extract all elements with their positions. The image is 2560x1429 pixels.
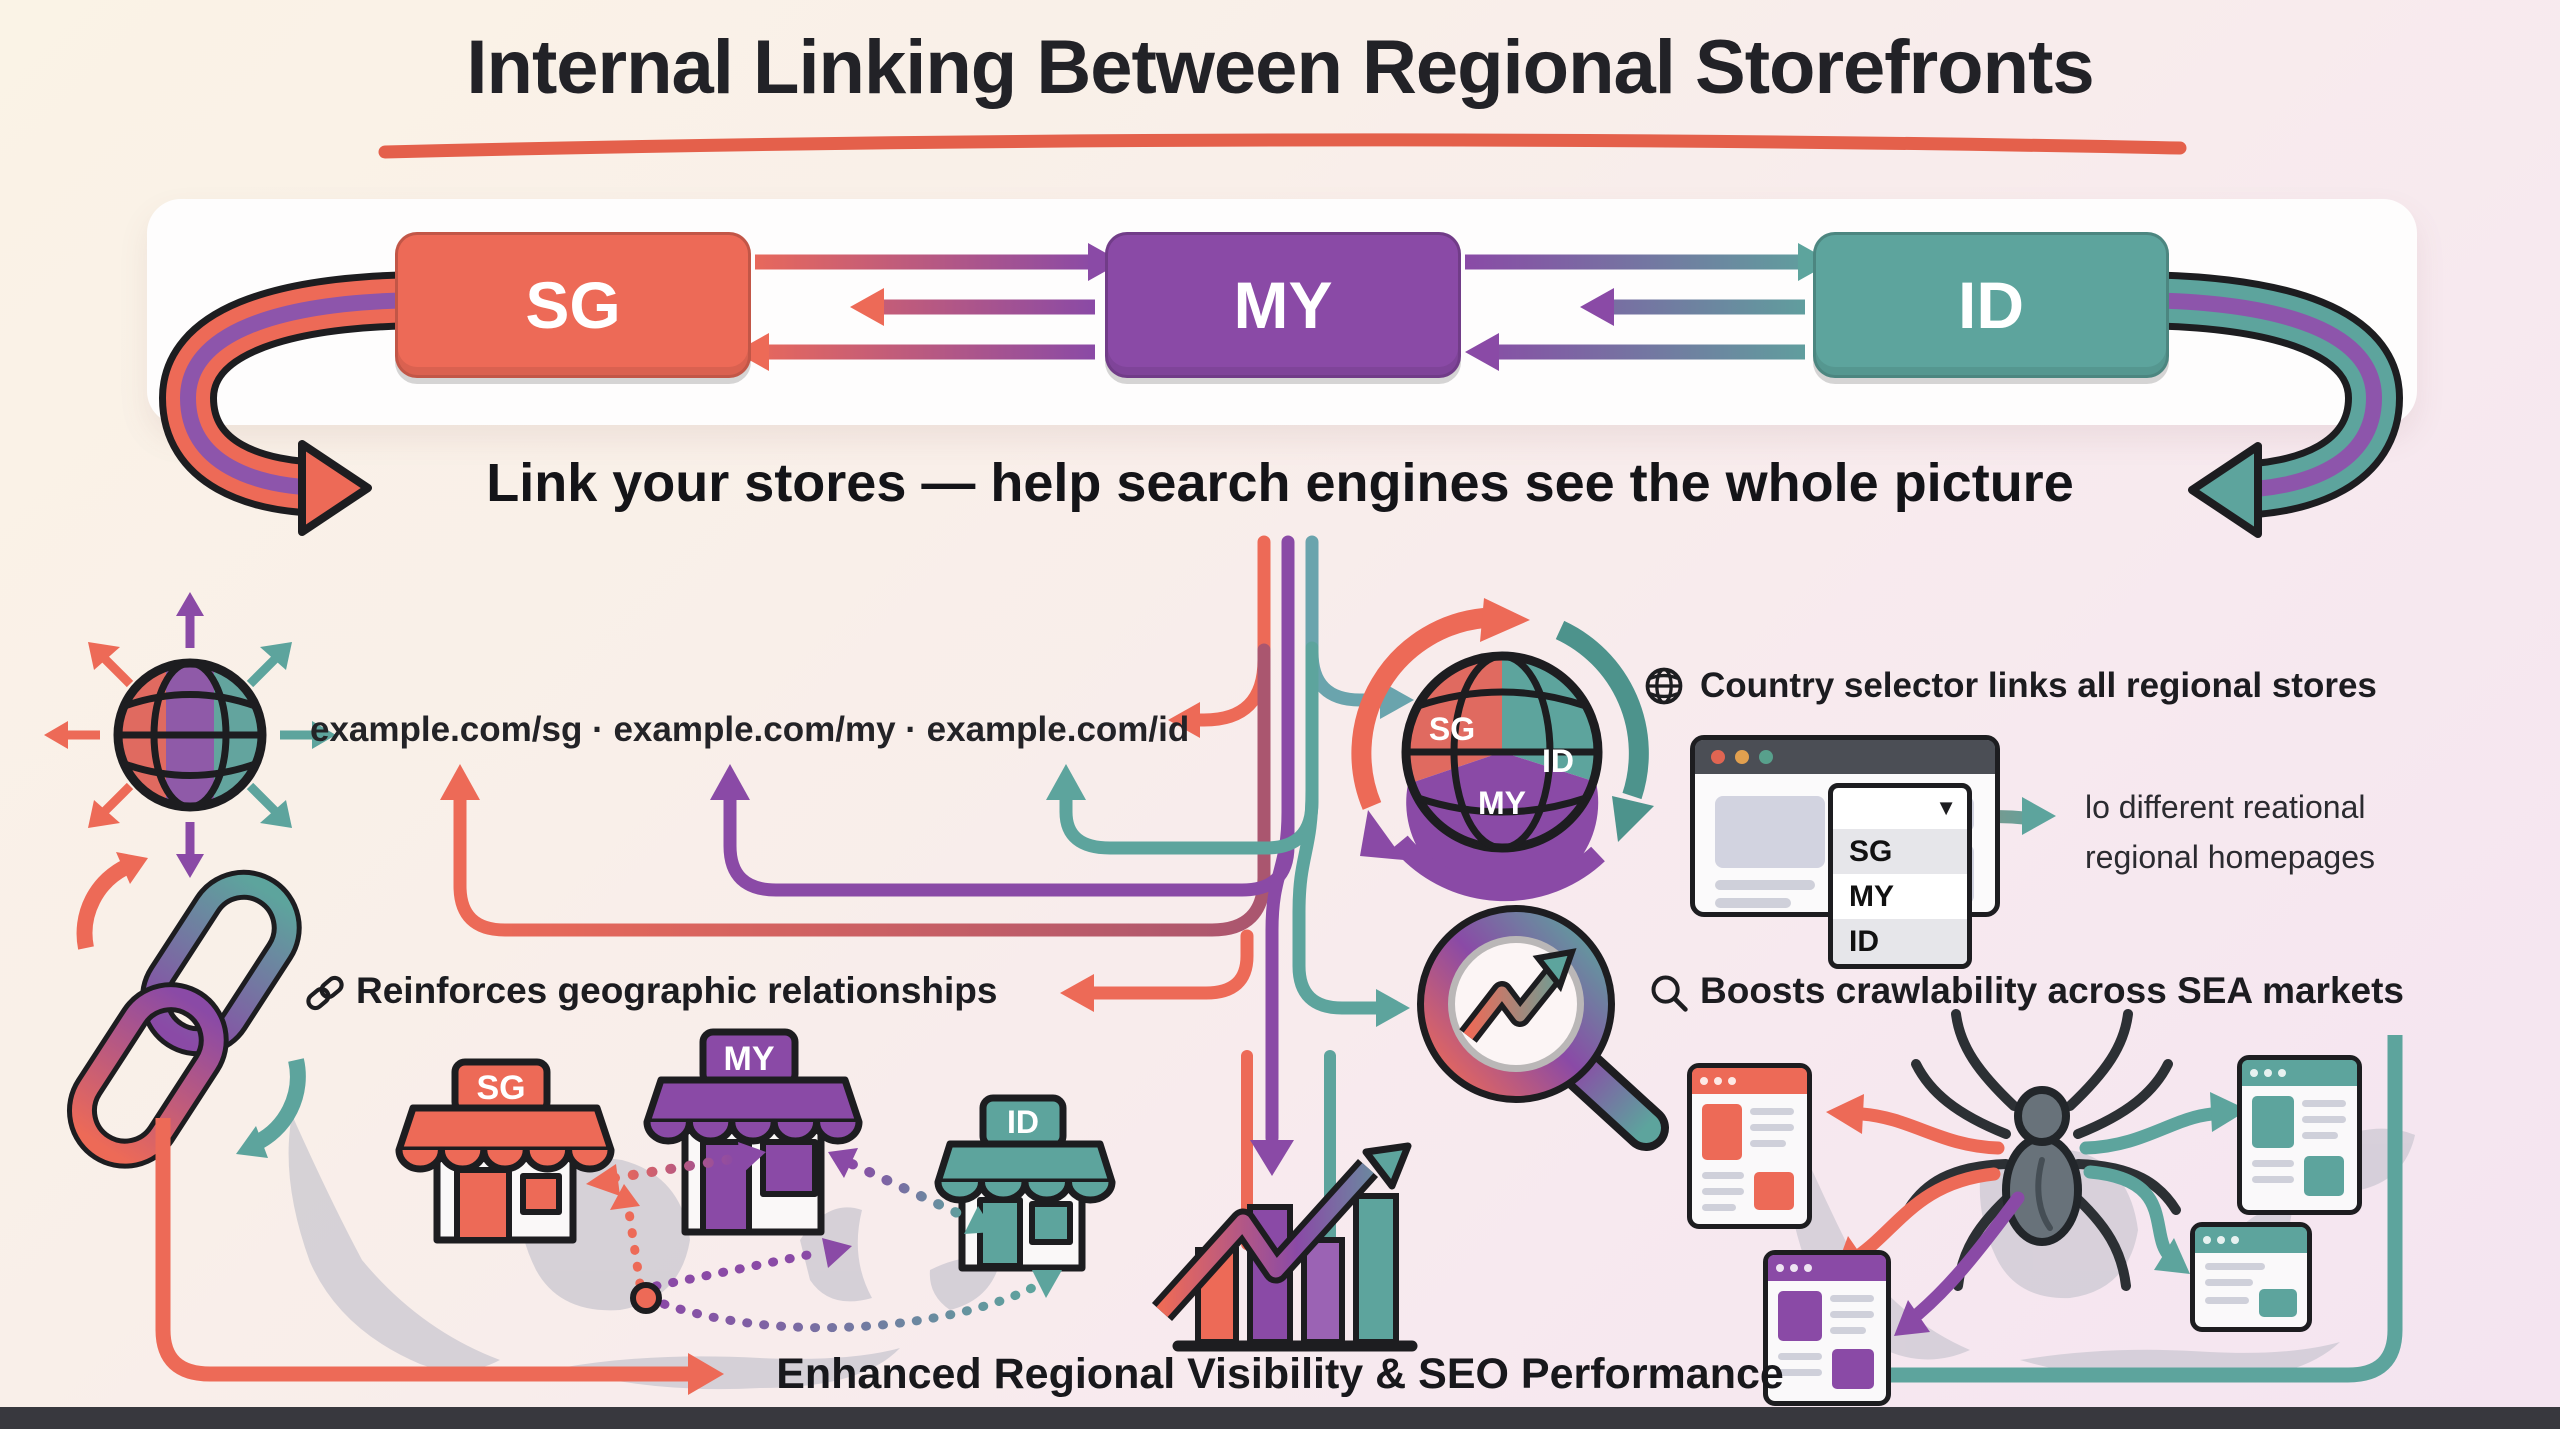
selector-caption: lo different reational regional homepage… <box>2085 782 2375 882</box>
card-text-line <box>1830 1327 1866 1334</box>
growth-chart-icon <box>1151 1142 1418 1352</box>
card-dot <box>2278 1069 2286 1077</box>
card-header <box>2242 1060 2357 1086</box>
globe-glyph-icon <box>1645 667 1683 705</box>
globe-segment-sg: SG <box>1429 711 1475 747</box>
crawl-page-card-teal-top <box>2237 1055 2362 1215</box>
selector-caption-line1: lo different reational <box>2085 789 2366 825</box>
card-dot <box>1776 1264 1784 1272</box>
globe-icon <box>44 592 336 878</box>
card-image-block <box>2304 1156 2344 1196</box>
card-text-line <box>1702 1172 1744 1179</box>
store-sign-sg: SG <box>476 1069 525 1107</box>
card-text-line <box>1750 1108 1794 1115</box>
country-globe-icon: SG ID MY <box>1351 598 1654 902</box>
card-header <box>1692 1068 1807 1094</box>
content-block <box>1715 796 1825 868</box>
card-text-line <box>2252 1160 2294 1167</box>
country-selector-heading: Country selector links all regional stor… <box>1700 666 2377 705</box>
card-dot <box>2250 1069 2258 1077</box>
card-dot <box>1714 1077 1722 1085</box>
regional-urls: example.com/sg · example.com/my · exampl… <box>310 710 1190 749</box>
region-box-my: MY <box>1105 232 1461 378</box>
card-text-line <box>1830 1311 1874 1318</box>
card-header <box>1768 1255 1886 1281</box>
crawl-page-card-purple <box>1763 1250 1891 1406</box>
card-image-block <box>1754 1172 1794 1210</box>
bottom-dark-bar <box>0 1407 2560 1429</box>
card-text-line <box>2205 1279 2253 1286</box>
store-sign-my: MY <box>724 1040 775 1078</box>
sea-map-left <box>288 1115 1000 1390</box>
dropdown-option-id[interactable]: ID <box>1833 919 1967 964</box>
globe-segment-id: ID <box>1542 743 1574 779</box>
storefront-my: MY <box>643 1028 863 1236</box>
page-title: Internal Linking Between Regional Storef… <box>466 25 2094 110</box>
card-image-block <box>1832 1349 1874 1389</box>
card-text-line <box>2302 1116 2346 1123</box>
selector-caption-line2: regional homepages <box>2085 839 2375 875</box>
storefront-id: ID <box>934 1094 1116 1272</box>
card-image-block <box>2259 1289 2297 1317</box>
store-sign-id: ID <box>1007 1104 1039 1140</box>
card-dot <box>2264 1069 2272 1077</box>
card-text-line <box>1778 1353 1822 1360</box>
card-image-block <box>2252 1096 2294 1148</box>
subtitle: Link your stores — help search engines s… <box>486 453 2074 513</box>
banner-arrows <box>735 243 1832 371</box>
globe-segment-my: MY <box>1478 785 1526 821</box>
browser-dot-green <box>1759 750 1773 764</box>
link-glyph-icon <box>306 975 344 1011</box>
crawl-page-card-red <box>1687 1063 1812 1229</box>
card-text-line <box>2302 1100 2346 1107</box>
card-header <box>2195 1227 2307 1253</box>
wrap-arrow-right <box>2127 271 2404 538</box>
card-text-line <box>2252 1176 2294 1183</box>
region-box-sg: SG <box>395 232 751 378</box>
dropdown-option-sg[interactable]: SG <box>1833 829 1967 874</box>
card-dot <box>1790 1264 1798 1272</box>
card-dot <box>1700 1077 1708 1085</box>
content-line <box>1715 880 1815 890</box>
spider-crawler-icon <box>1903 1009 2181 1291</box>
card-dot <box>2231 1236 2239 1244</box>
card-text-line <box>2205 1263 2265 1270</box>
browser-titlebar <box>1695 740 1995 774</box>
chevron-down-icon: ▼ <box>1935 795 1957 820</box>
card-dot <box>1804 1264 1812 1272</box>
card-text-line <box>1702 1188 1744 1195</box>
crawlability-heading: Boosts crawlability across SEA markets <box>1700 970 2404 1011</box>
browser-dot-amber <box>1735 750 1749 764</box>
card-dot <box>2217 1236 2225 1244</box>
card-text-line <box>1830 1295 1874 1302</box>
region-box-id: ID <box>1813 232 2169 378</box>
card-text-line <box>2205 1297 2249 1304</box>
magnifier-glyph-icon <box>1651 975 1688 1012</box>
content-line <box>1715 898 1791 908</box>
card-dot <box>1728 1077 1736 1085</box>
country-dropdown-list: SG MY ID <box>1828 829 1972 969</box>
card-text-line <box>2302 1132 2338 1139</box>
magnifier-trend-icon <box>1417 905 1669 1151</box>
card-text-line <box>1750 1124 1794 1131</box>
card-text-line <box>1778 1369 1822 1376</box>
card-text-line <box>1702 1204 1736 1211</box>
title-underline <box>378 133 2187 159</box>
card-text-line <box>1750 1140 1786 1147</box>
outcome-heading: Enhanced Regional Visibility & SEO Perfo… <box>776 1350 1784 1398</box>
central-connectors <box>440 535 1414 1250</box>
storefront-sg: SG <box>395 1058 615 1244</box>
wrap-arrow-left <box>158 271 433 536</box>
card-image-block <box>1702 1104 1742 1160</box>
card-image-block <box>1778 1291 1822 1341</box>
card-dot <box>2203 1236 2211 1244</box>
browser-dot-red <box>1711 750 1725 764</box>
geo-dotted-links <box>586 1142 1062 1333</box>
dropdown-option-my[interactable]: MY <box>1849 880 1894 913</box>
crawl-page-card-teal-bottom <box>2190 1222 2312 1332</box>
geographic-heading: Reinforces geographic relationships <box>356 970 998 1011</box>
chain-link-icon <box>66 852 306 1169</box>
